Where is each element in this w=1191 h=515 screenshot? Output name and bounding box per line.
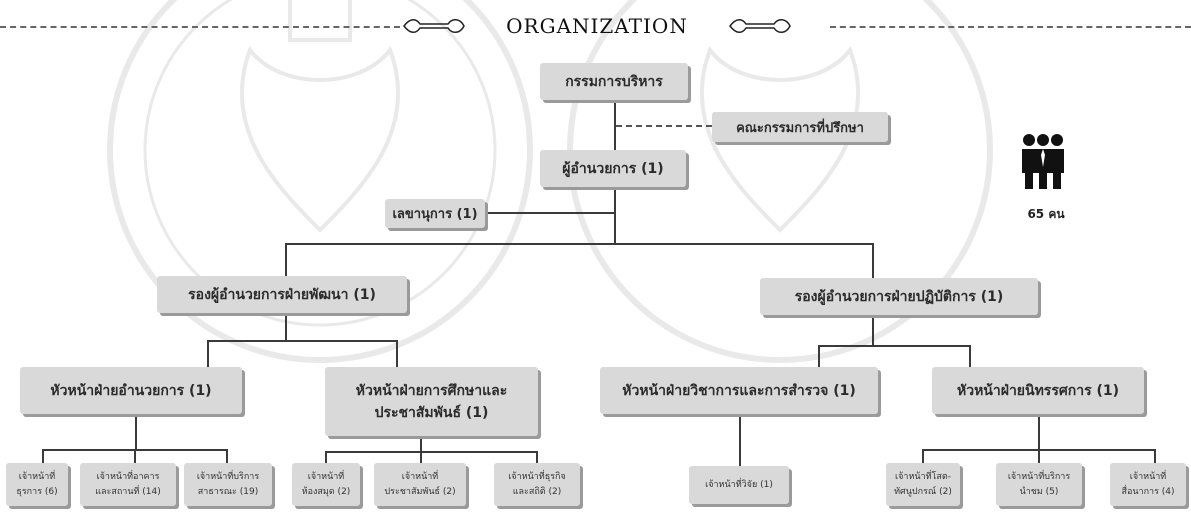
staff-pr-box: เจ้าหน้าที่ ประชาสัมพันธ์ (2) (374, 463, 466, 506)
connector (969, 345, 971, 367)
staff-business-box: เจ้าหน้าที่ธุรกิจ และสถิติ (2) (494, 463, 580, 506)
staff-av-box: เจ้าหน้าที่โสต- ทัศนูปกรณ์ (2) (886, 463, 960, 506)
head-research-label: หัวหน้าฝ่ายวิชาการและการสำรวจ (1) (622, 382, 856, 399)
staff-pr-line1: เจ้าหน้าที่ (401, 471, 439, 482)
staff-building-box: เจ้าหน้าที่อาคาร และสถานที่ (14) (80, 463, 176, 506)
connector (420, 451, 422, 463)
staff-service-line2: นำชม (5) (1019, 486, 1059, 497)
advisory-label: คณะกรรมการที่ปรึกษา (736, 120, 864, 136)
staff-general-line1: เจ้าหน้าที่ (18, 471, 56, 482)
head-edu-box: หัวหน้าฝ่ายการศึกษาและ ประชาสัมพันธ์ (1) (325, 367, 538, 436)
board-box: กรรมการบริหาร (540, 63, 688, 100)
secretary-label: เลขานุการ (1) (392, 207, 478, 222)
head-edu-line1: หัวหน้าฝ่ายการศึกษาและ (355, 382, 508, 399)
staff-library-line1: เจ้าหน้าที่ (307, 471, 345, 482)
staff-library-line2: ห้องสมุด (2) (301, 486, 351, 497)
connector (872, 315, 874, 345)
connector (226, 449, 228, 463)
page-title: ORGANIZATION (506, 14, 688, 38)
deputy-dev-box: รองผู้อำนวยการฝ่ายพัฒนา (1) (157, 276, 407, 313)
connector (207, 340, 397, 342)
staff-building-line1: เจ้าหน้าที่อาคาร (96, 471, 160, 482)
people-group-icon (1022, 134, 1064, 189)
connector (922, 449, 924, 463)
deputy-ops-label: รองผู้อำนวยการฝ่ายปฏิบัติการ (1) (794, 288, 1004, 305)
connector (396, 340, 398, 368)
staff-public-line2: สาธารณะ (19) (197, 486, 259, 497)
connector (1154, 449, 1156, 463)
staff-service-box: เจ้าหน้าที่บริการ นำชม (5) (996, 463, 1082, 506)
advisory-box: คณะกรรมการที่ปรึกษา (712, 112, 888, 142)
connector (325, 451, 327, 463)
head-research-box: หัวหน้าฝ่ายวิชาการและการสำรวจ (1) (600, 367, 878, 414)
staff-tech-line1: เจ้าหน้าที่ (1129, 471, 1167, 482)
staff-tech-line2: สื่อนาการ (4) (1121, 486, 1175, 497)
connector (614, 186, 616, 244)
connector (536, 451, 538, 463)
head-admin-box: หัวหน้าฝ่ายอำนวยการ (1) (20, 367, 242, 414)
watermark-seal (107, 0, 533, 363)
connector (285, 313, 287, 341)
director-box: ผู้อำนวยการ (1) (540, 150, 686, 187)
header-rule-right (830, 26, 1191, 28)
board-label: กรรมการบริหาร (565, 73, 663, 90)
scroll-ribbon-icon (729, 19, 791, 33)
connector (1038, 449, 1040, 463)
connector (739, 414, 741, 466)
connector (818, 345, 820, 367)
deputy-dev-label: รองผู้อำนวยการฝ่ายพัฒนา (1) (188, 286, 376, 303)
staff-pr-line2: ประชาสัมพันธ์ (2) (384, 486, 456, 497)
connector (207, 340, 209, 368)
head-admin-label: หัวหน้าฝ่ายอำนวยการ (1) (50, 382, 212, 399)
connector (325, 451, 537, 453)
staff-business-line1: เจ้าหน้าที่ธุรกิจ (508, 471, 566, 482)
connector (285, 243, 287, 277)
director-label: ผู้อำนวยการ (1) (562, 160, 664, 177)
connector (285, 243, 872, 245)
staff-library-box: เจ้าหน้าที่ ห้องสมุด (2) (292, 463, 360, 506)
staff-count: 65 คน (1027, 207, 1065, 221)
connector (42, 449, 44, 463)
head-exhibit-box: หัวหน้าฝ่ายนิทรรศการ (1) (932, 367, 1144, 414)
header-rule-left (0, 26, 400, 28)
staff-av-line2: ทัศนูปกรณ์ (2) (894, 486, 952, 497)
staff-av-line1: เจ้าหน้าที่โสต- (895, 471, 951, 482)
staff-service-line1: เจ้าหน้าที่บริการ (1007, 471, 1071, 482)
connector (614, 100, 616, 152)
staff-building-line2: และสถานที่ (14) (95, 486, 161, 497)
staff-general-line2: ธุรการ (6) (16, 486, 58, 497)
connector (134, 449, 136, 463)
scroll-ribbon-icon (403, 19, 465, 33)
staff-general-box: เจ้าหน้าที่ ธุรการ (6) (6, 463, 68, 506)
connector (487, 212, 614, 214)
staff-public-line1: เจ้าหน้าที่บริการ (196, 471, 260, 482)
staff-public-box: เจ้าหน้าที่บริการ สาธารณะ (19) (184, 463, 272, 506)
connector (135, 414, 137, 450)
connector (872, 243, 874, 279)
staff-business-line2: และสถิติ (2) (512, 486, 562, 497)
connector (420, 436, 422, 452)
connector (1038, 414, 1040, 450)
advisory-connector (616, 125, 712, 127)
staff-research-box: เจ้าหน้าที่วิจัย (1) (689, 466, 789, 504)
staff-tech-box: เจ้าหน้าที่ สื่อนาการ (4) (1110, 463, 1186, 506)
connector (818, 345, 970, 347)
staff-research-label: เจ้าหน้าที่วิจัย (1) (705, 479, 773, 490)
head-exhibit-label: หัวหน้าฝ่ายนิทรรศการ (1) (956, 382, 1119, 399)
secretary-box: เลขานุการ (1) (385, 199, 485, 228)
head-edu-line2: ประชาสัมพันธ์ (1) (374, 404, 489, 421)
deputy-ops-box: รองผู้อำนวยการฝ่ายปฏิบัติการ (1) (760, 278, 1038, 315)
